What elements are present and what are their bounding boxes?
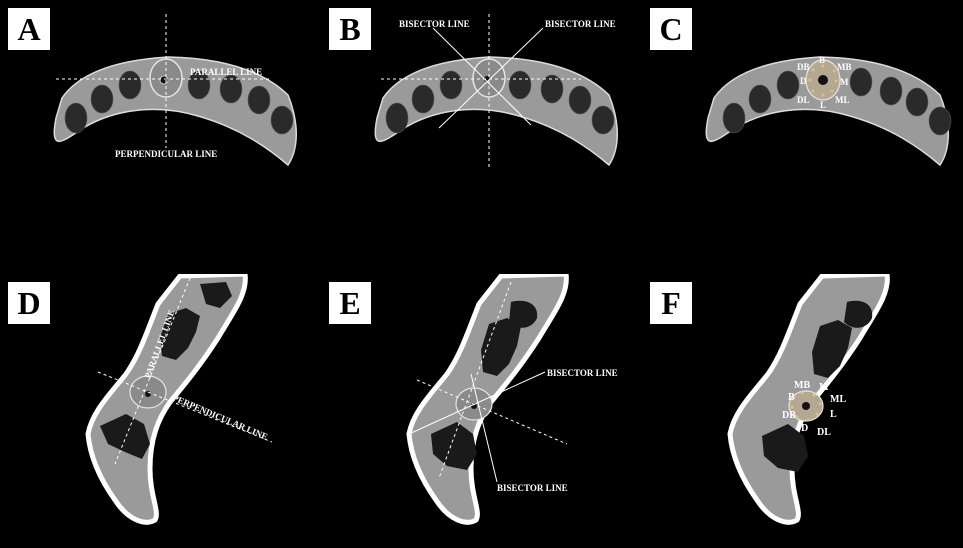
panel-f-diagram: MB M B ML DB L D DL <box>642 274 963 548</box>
bisector-bottom-label: BISECTOR LINE <box>497 483 568 493</box>
panel-d: D PARALLEL LINE PERPENDICULAR LINE <box>0 274 321 548</box>
label-dl: DL <box>817 427 831 438</box>
label-db: DB <box>797 62 810 72</box>
panel-d-diagram: PARALLEL LINE PERPENDICULAR LINE <box>0 274 321 548</box>
perpendicular-line-label: PERPENDICULAR LINE <box>171 393 269 442</box>
label-mb: MB <box>794 380 810 391</box>
bisector-right-label: BISECTOR LINE <box>545 19 616 29</box>
panel-c-diagram: B MB DB D M DL L ML <box>642 0 963 274</box>
label-ml: ML <box>835 95 850 105</box>
label-b: B <box>819 55 825 65</box>
label-l: L <box>820 100 826 110</box>
parallel-line-label: PARALLEL LINE <box>190 67 262 77</box>
panel-b: B BISECTOR LINE BISECTOR LINE <box>321 0 642 274</box>
label-dl: DL <box>797 95 810 105</box>
panel-e: E BISECTOR LINE BISECTOR LINE <box>321 274 642 548</box>
panel-a: A PARALLEL LINE PERPENDICULAR LINE <box>0 0 321 274</box>
label-m: M <box>819 382 829 393</box>
panel-a-diagram: PARALLEL LINE PERPENDICULAR LINE <box>0 0 321 274</box>
panel-e-diagram: BISECTOR LINE BISECTOR LINE <box>321 274 642 548</box>
label-b: B <box>788 392 795 403</box>
label-m: M <box>840 77 849 87</box>
label-mb: MB <box>837 62 852 72</box>
label-l: L <box>830 409 837 420</box>
panel-c: C B MB DB D M DL L ML <box>642 0 963 274</box>
panel-b-diagram: BISECTOR LINE BISECTOR LINE <box>321 0 642 274</box>
label-d: D <box>800 76 807 86</box>
bisector-top-label: BISECTOR LINE <box>547 368 618 378</box>
bisector-left-label: BISECTOR LINE <box>399 19 470 29</box>
panel-f: F MB M B ML DB L D DL <box>642 274 963 548</box>
perpendicular-line-label: PERPENDICULAR LINE <box>115 149 217 159</box>
label-ml: ML <box>830 394 846 405</box>
label-d: D <box>801 423 808 434</box>
label-db: DB <box>782 410 796 421</box>
